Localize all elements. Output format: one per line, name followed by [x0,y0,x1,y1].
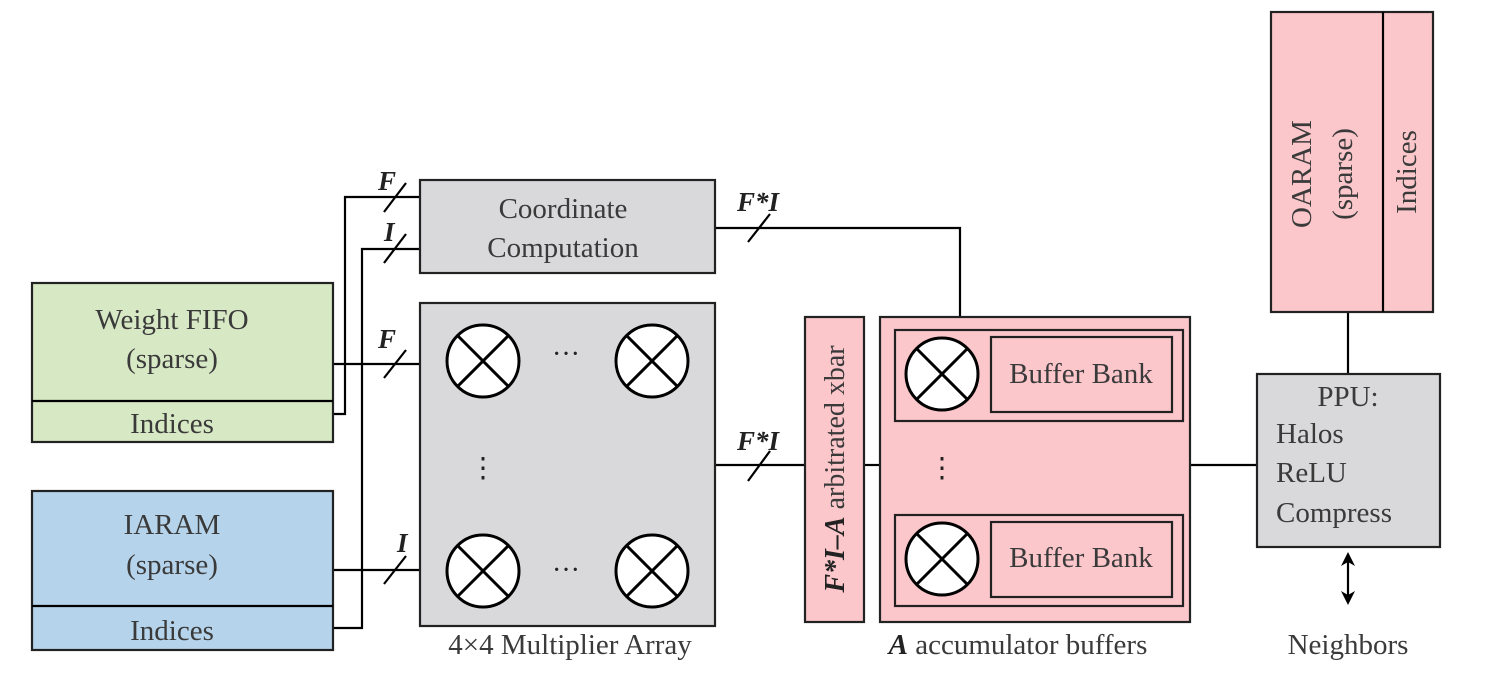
multiplier-array-caption: 4×4 Multiplier Array [448,629,692,661]
vertical-ellipsis: ⋮ [469,453,497,484]
neighbors-label: Neighbors [1288,629,1409,661]
ppu-compress: Compress [1276,497,1392,529]
weight-fifo-subtitle: (sparse) [126,343,218,375]
accumulator-unit-outer [893,328,1185,423]
iaram-title: IARAM [124,509,221,541]
wire-label-f-array: F [377,324,396,354]
oaram-box [1269,10,1435,314]
iaram-indices: Indices [130,615,214,647]
bus-slash-mark [747,450,771,482]
wire-label-i-array: I [396,528,409,558]
bus-slash-mark [383,555,407,585]
xbar-label-rest: arbitrated xbar [820,345,851,517]
accumulator-vertical-ellipsis: ⋮ [928,453,956,484]
accumulator-caption-rest: accumulator buffers [908,629,1147,661]
ppu-title: PPU: [1317,381,1378,413]
oaram-subtitle: (sparse) [1327,128,1359,220]
multiplier-array-block: ··· ··· ⋮ 4×4 Multiplier Array [418,301,717,661]
wire-coord-to-accumulator [715,226,962,316]
wire-iaram-indices-to-coord-i [333,247,420,630]
xbar-block: F*I–A arbitrated xbar [803,315,866,624]
buffer-bank-label: Buffer Bank [1009,358,1153,390]
iaram-block: IARAM (sparse) Indices [30,489,335,652]
oaram-indices: Indices [1391,130,1423,214]
multiplier-icon [614,533,690,609]
oaram-block: OARAM (sparse) Indices [1269,10,1435,314]
wire-label-fi-array: F*I [736,426,781,456]
coordinate-computation-block: Coordinate Computation [418,178,717,275]
weight-fifo-box [30,281,335,444]
oaram-title: OARAM [1286,120,1318,228]
wire-label-i-coord: I [383,217,396,247]
multiplier-icon [445,533,521,609]
bus-slash-mark [383,233,407,264]
wire-label-fi-coord: F*I [736,187,781,217]
xbar-box [803,315,866,624]
accumulator-caption: A accumulator buffers [887,629,1148,661]
accumulator-block: Buffer Bank ⋮ Buffer Bank A accumulator … [878,315,1192,661]
weight-fifo-block: Weight FIFO (sparse) Indices [30,281,335,444]
iaram-box [30,489,335,652]
arrowhead-up [1341,552,1355,566]
ppu-block: PPU: Halos ReLU Compress [1255,372,1442,549]
wire-label-f-coord: F [377,166,396,196]
arrowhead-down [1341,591,1355,605]
xbar-label: F*I–A arbitrated xbar [820,345,851,594]
weight-fifo-title: Weight FIFO [95,304,248,336]
buffer-bank-box [989,335,1174,414]
multiplier-icon [614,323,690,399]
weight-fifo-indices: Indices [130,408,214,440]
ppu-box [1255,372,1442,549]
ppu-relu: ReLU [1276,457,1347,489]
wire-weight-indices-to-coord-f [333,195,420,416]
iaram-subtitle: (sparse) [126,549,218,581]
coordinate-computation-line1: Coordinate [499,193,628,225]
bus-slash-mark [747,213,771,243]
ppu-halos: Halos [1276,418,1344,450]
bus-slash-mark [383,349,407,379]
multiplier-icon [445,323,521,399]
coordinate-computation-box [418,178,717,275]
bus-slash-mark [383,182,407,213]
horizontal-ellipsis-top: ··· [552,339,580,370]
coordinate-computation-line2: Computation [487,232,639,264]
accumulator-caption-bold: A [887,629,908,661]
accumulator-adder-icon [904,521,980,597]
wires [333,182,1355,630]
accumulator-adder-icon [904,336,980,412]
accumulator-unit-outer [893,513,1185,608]
horizontal-ellipsis-bottom: ··· [552,555,580,586]
buffer-bank-label: Buffer Bank [1009,542,1153,574]
xbar-label-bold: F*I–A [820,516,851,593]
buffer-bank-box [989,520,1174,599]
